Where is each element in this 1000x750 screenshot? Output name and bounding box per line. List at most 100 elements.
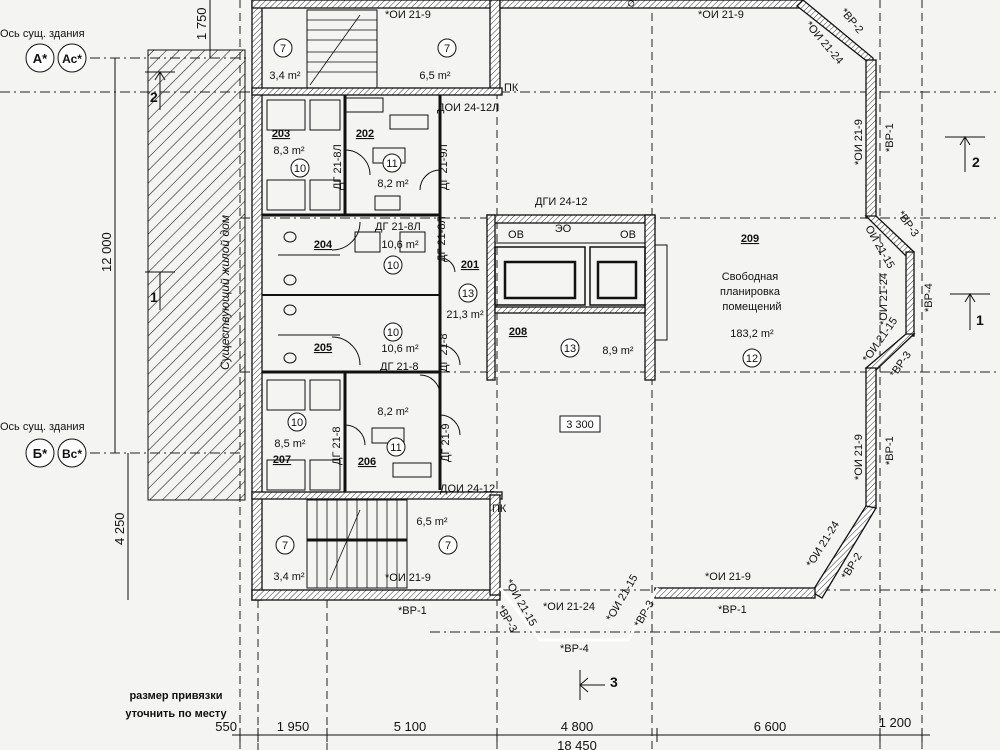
room-209-desc-1: Свободная xyxy=(722,271,779,283)
window-sbay-oi15-right: *ОИ 21-15 xyxy=(604,573,640,624)
room-203-id: 203 xyxy=(272,128,290,140)
room-203-cat: 10 xyxy=(294,163,306,175)
dimension-bottom-4800: 4 800 xyxy=(561,719,594,734)
core-eo: ЭО xyxy=(555,223,572,235)
room-207-id: 207 xyxy=(273,454,291,466)
dimension-lines xyxy=(114,0,930,742)
window-stair-bottom-vr: *ВР-1 xyxy=(398,605,427,617)
room-207-cat: 10 xyxy=(291,417,303,429)
room-206-area: 8,2 m² xyxy=(377,406,409,418)
window-e1-oi: *ОИ 21-9 xyxy=(853,119,865,165)
door-dgi: ДГИ 24-12 xyxy=(535,196,588,208)
window-s-vr: *ВР-1 xyxy=(718,604,747,616)
dimension-bottom-1950: 1 950 xyxy=(277,719,310,734)
room-204-cat: 10 xyxy=(387,260,399,272)
room-206-cat: 11 xyxy=(390,442,401,454)
window-e2-vr: *ВР-1 xyxy=(884,436,896,465)
dimension-bottom-1200: 1 200 xyxy=(879,715,912,730)
dimension-top: 1 750 xyxy=(194,7,209,40)
room-208-id: 208 xyxy=(509,326,527,338)
dimension-bottom-550: 550 xyxy=(215,719,237,734)
dimension-bottom-5100: 5 100 xyxy=(394,719,427,734)
axis-markers: Ось сущ. здания А* Ас* Ось сущ. здания Б… xyxy=(0,28,87,468)
stairs-bottom xyxy=(306,499,408,589)
room-202-id: 202 xyxy=(356,128,374,140)
section-left-2: 2 xyxy=(150,89,158,105)
interior-partitions xyxy=(262,95,461,492)
stairs-top xyxy=(306,9,378,89)
dimension-inner-box: 3 300 xyxy=(566,419,594,431)
room-205-cat: 10 xyxy=(387,327,399,339)
window-sbay-vr4: *ВР-4 xyxy=(560,643,589,655)
core-ov-left: ОВ xyxy=(508,229,524,241)
room-209-cat: 12 xyxy=(746,353,758,365)
stair-top-cat-left: 7 xyxy=(280,43,286,55)
room-209-area: 183,2 m² xyxy=(730,328,774,340)
room-204-area: 10,6 m² xyxy=(381,239,419,251)
window-sbay-vr3-right: *ВР-3 xyxy=(632,599,657,630)
stair-bottom-area-left: 3,4 m² xyxy=(273,571,305,583)
existing-building: Существующий жилой дом xyxy=(147,49,246,501)
room-206-id: 206 xyxy=(358,456,376,468)
door-dg-205-vertical: ДГ 21-8 xyxy=(438,334,450,372)
existing-building-label: Существующий жилой дом xyxy=(218,215,232,370)
door-dg-206: ДГ 21-9 xyxy=(440,424,452,462)
door-doi-bottom: ДОИ 24-12 xyxy=(440,483,495,495)
room-205-id: 205 xyxy=(314,342,332,354)
room-207-area: 8,5 m² xyxy=(274,438,306,450)
elevator-core: 3 300 xyxy=(486,214,668,433)
window-top-mid: *ОИ 21-9 xyxy=(698,9,744,21)
dimension-left-low: 4 250 xyxy=(112,512,127,545)
room-201-id: 201 xyxy=(461,259,479,271)
room-201-cat: 13 xyxy=(462,288,474,300)
section-bottom-3: 3 xyxy=(610,674,618,690)
axis-bubble-vs: Вс* xyxy=(62,447,82,461)
stair-bottom-cat-right: 7 xyxy=(445,540,451,552)
room-202-cat: 11 xyxy=(386,158,397,170)
stair-top-area-left: 3,4 m² xyxy=(269,70,301,82)
room-203-area: 8,3 m² xyxy=(273,145,305,157)
room-209-desc-3: помещений xyxy=(722,301,781,313)
section-right-2: 2 xyxy=(972,154,980,170)
stair-top-cat-right: 7 xyxy=(444,43,450,55)
door-pk-top: ПК xyxy=(504,82,519,94)
door-dg-203: ДГ 21-8Л xyxy=(332,144,344,190)
door-doi-top: ДОИ 24-12Л xyxy=(437,102,499,114)
room-209-id: 209 xyxy=(741,233,759,245)
axis-caption-bottom: Ось сущ. здания xyxy=(0,421,85,433)
window-sbay-oi24: *ОИ 21-24 xyxy=(543,601,595,613)
window-s-oi: *ОИ 21-9 xyxy=(705,571,751,583)
room-category-circles xyxy=(273,38,762,555)
window-e2-oi: *ОИ 21-9 xyxy=(853,434,865,480)
core-ov-right: ОВ xyxy=(620,229,636,241)
window-stair-bottom-oi: *ОИ 21-9 xyxy=(385,572,431,584)
door-dg-205: ДГ 21-8 xyxy=(380,361,418,373)
axis-bubble-b: Б* xyxy=(33,446,48,461)
door-dg-207: ДГ 21-8 xyxy=(331,427,343,465)
door-dg-204: ДГ 21-8Л xyxy=(375,221,421,233)
door-pk-bottom: ПК xyxy=(492,503,507,515)
window-top-stair: *ОИ 21-9 xyxy=(385,9,431,21)
room-208-cat: 13 xyxy=(564,343,576,355)
room-204-id: 204 xyxy=(314,239,333,251)
dimension-note-1: размер привязки xyxy=(129,690,222,702)
dimension-bottom-6600: 6 600 xyxy=(754,719,787,734)
stair-bottom-area-right: 6,5 m² xyxy=(416,516,448,528)
dimension-bottom-total: 18 450 xyxy=(557,738,597,750)
door-dg-202: ДГ 21-9Л xyxy=(438,144,450,190)
door-dg-201: ДГ 21-8Л xyxy=(436,216,448,262)
window-bay-oi24: *ОИ 21-24 xyxy=(878,273,890,325)
room-209-desc-2: планировка xyxy=(720,286,781,298)
section-markers xyxy=(145,71,990,700)
exterior-walls xyxy=(251,0,916,642)
section-left-1: 1 xyxy=(150,289,158,305)
axis-caption-top: Ось сущ. здания xyxy=(0,28,85,40)
window-bay-vr4: *ВР-4 xyxy=(923,283,935,312)
room-202-area: 8,2 m² xyxy=(377,178,409,190)
window-bay-vr3-top: *ВР-3 xyxy=(895,209,921,239)
window-e1-vr: *ВР-1 xyxy=(884,123,896,152)
section-right-1: 1 xyxy=(976,312,984,328)
dimension-left-main: 12 000 xyxy=(99,232,114,272)
room-208-area: 8,9 m² xyxy=(602,345,634,357)
